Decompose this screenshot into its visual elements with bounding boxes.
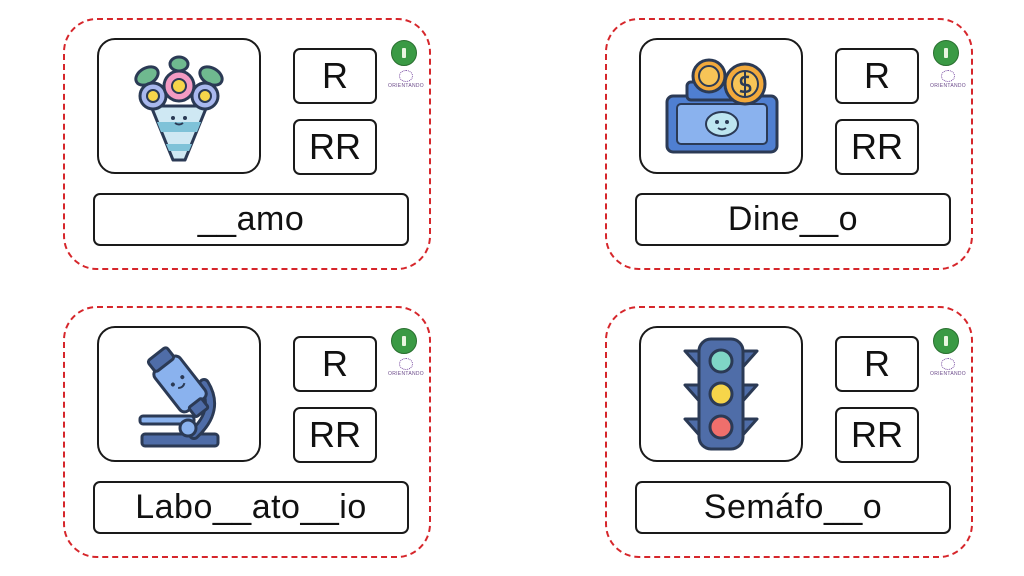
brand-swirl-icon — [941, 358, 955, 370]
brand-logo: ORIENTANDO — [385, 70, 427, 92]
brand-logo: ORIENTANDO — [385, 358, 427, 380]
brand-swirl-icon — [941, 70, 955, 82]
school-logo-icon — [933, 328, 959, 354]
option-r-button[interactable]: R — [293, 336, 377, 392]
picture-frame — [639, 326, 803, 462]
brand-swirl-icon — [399, 358, 413, 370]
microscope-icon — [138, 346, 220, 448]
card-semaforo: R RR ORIENTANDO Semáfo__o — [605, 306, 973, 558]
option-r-button[interactable]: R — [293, 48, 377, 104]
school-logo-icon — [391, 40, 417, 66]
word-blank: Labo__ato__io — [93, 481, 409, 534]
word-blank: Semáfo__o — [635, 481, 951, 534]
option-r-button[interactable]: R — [835, 336, 919, 392]
traffic-light-icon — [683, 337, 759, 451]
picture-frame — [97, 326, 261, 462]
school-logo-icon — [933, 40, 959, 66]
option-rr-button[interactable]: RR — [835, 119, 919, 175]
brand-logo: ORIENTANDO — [927, 358, 969, 380]
brand-logo: ORIENTANDO — [927, 70, 969, 92]
money-icon — [665, 58, 779, 154]
card-dinero: R RR ORIENTANDO Dine__o — [605, 18, 973, 270]
word-blank: Dine__o — [635, 193, 951, 246]
word-blank: __amo — [93, 193, 409, 246]
picture-frame — [97, 38, 261, 174]
option-r-button[interactable]: R — [835, 48, 919, 104]
picture-frame — [639, 38, 803, 174]
brand-swirl-icon — [399, 70, 413, 82]
card-laboratorio: R RR ORIENTANDO Labo__ato__io — [63, 306, 431, 558]
flower-bouquet-icon — [134, 55, 224, 162]
option-rr-button[interactable]: RR — [293, 407, 377, 463]
option-rr-button[interactable]: RR — [835, 407, 919, 463]
school-logo-icon — [391, 328, 417, 354]
option-rr-button[interactable]: RR — [293, 119, 377, 175]
card-ramo: R RR ORIENTANDO __amo — [63, 18, 431, 270]
